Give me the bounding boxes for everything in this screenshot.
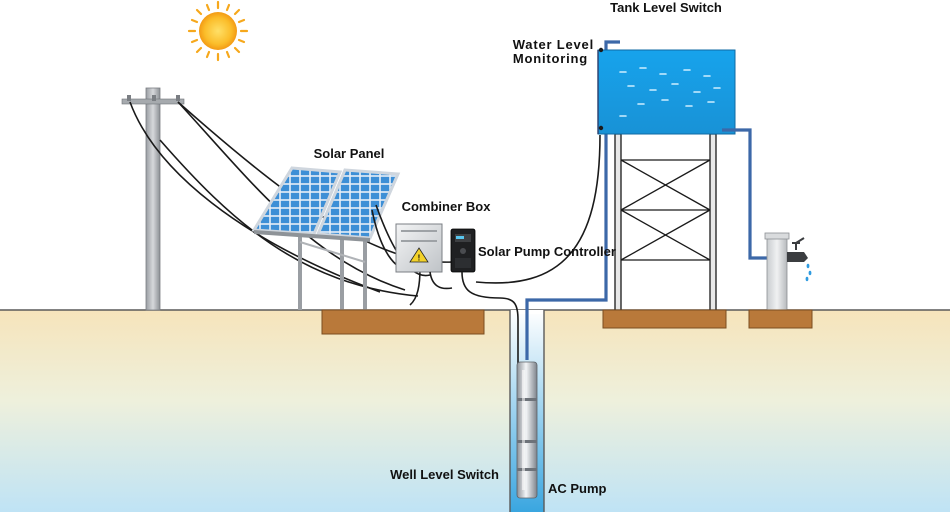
water-tank-icon bbox=[597, 49, 736, 135]
water-tap-icon bbox=[764, 232, 812, 311]
combiner-box-icon: ! bbox=[395, 223, 443, 273]
submersible-pump-icon bbox=[516, 361, 538, 499]
delivery-pipe bbox=[525, 40, 620, 360]
solar-panel-label: Solar Panel bbox=[314, 146, 385, 161]
controller-cables bbox=[429, 134, 601, 460]
ac-pump-label: AC Pump bbox=[548, 481, 607, 496]
utility-pole-icon bbox=[121, 87, 185, 311]
ground bbox=[0, 309, 950, 512]
pump-controller-icon bbox=[450, 228, 476, 273]
svg-text:!: ! bbox=[418, 254, 421, 263]
level-switch-wiring bbox=[597, 47, 604, 134]
well-level-switch-label: Well Level Switch bbox=[390, 467, 499, 482]
tank-level-switch-label: Tank Level Switch bbox=[610, 0, 722, 15]
tank-tower bbox=[614, 133, 717, 311]
tank-foundation bbox=[602, 309, 727, 329]
solar-foundation bbox=[321, 309, 485, 335]
water-level-monitoring-label-1: Water Level bbox=[513, 37, 594, 52]
solar-pump-controller-label: Solar Pump Controller bbox=[478, 244, 616, 259]
water-level-monitoring-label-2: Monitoring bbox=[513, 51, 588, 66]
combiner-box-label: Combiner Box bbox=[402, 199, 492, 214]
tap-foundation bbox=[748, 309, 813, 329]
sun-icon bbox=[187, 0, 249, 62]
solar-panel-icon bbox=[251, 166, 401, 310]
